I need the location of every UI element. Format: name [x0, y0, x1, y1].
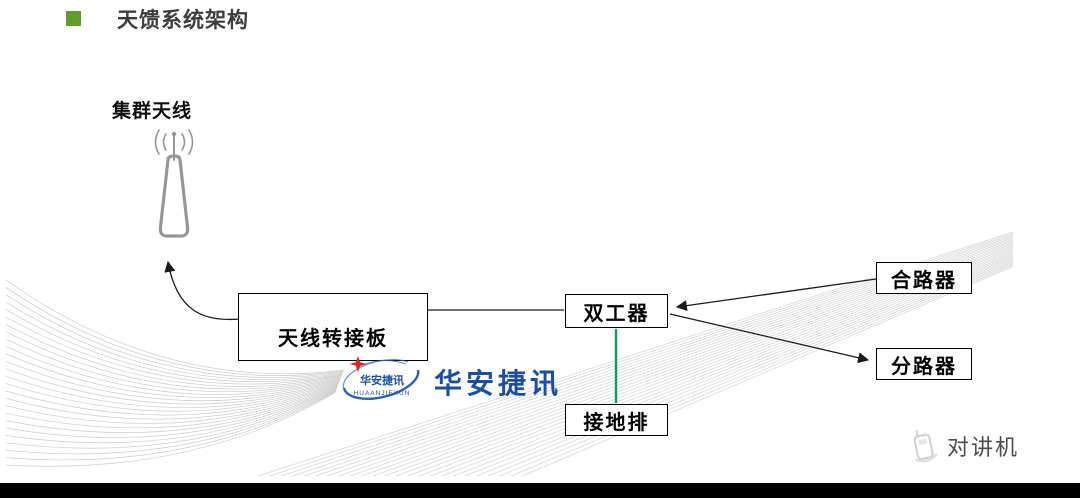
walkie-talkie-icon	[913, 430, 938, 463]
green-square-bullet-icon	[66, 11, 81, 26]
box-combiner-label: 合路器	[891, 269, 957, 292]
box-grounding-bar-label: 接地排	[583, 411, 650, 434]
footer-brand-text: 对讲机	[947, 435, 1020, 460]
box-combiner: 合路器	[876, 262, 972, 294]
huaanjiexun-globe-logo-icon: 华安捷讯 HUAANJIEXUN	[342, 356, 420, 400]
box-duplexer: 双工器	[565, 294, 668, 328]
logo-subtext: HUAANJIEXUN	[354, 390, 411, 397]
watermark-brand-text: 华安捷讯	[434, 368, 563, 399]
page-title: 天馈系统架构	[117, 9, 249, 32]
footer-brand: 对讲机	[908, 428, 1019, 464]
box-grounding-bar: 接地排	[565, 404, 668, 436]
logo-small-text: 华安捷讯	[360, 373, 404, 387]
arrow-adapter-to-antenna	[164, 260, 241, 321]
watermark: 华安捷讯 HUAANJIEXUN 华安捷讯	[338, 352, 562, 412]
box-splitter-label: 分路器	[891, 355, 957, 378]
logo-star-icon	[349, 356, 367, 372]
box-antenna-adapter-label: 天线转接板	[278, 328, 388, 350]
box-splitter: 分路器	[876, 348, 972, 380]
box-antenna-adapter: 天线转接板	[238, 293, 428, 361]
arrow-duplexer-to-splitter	[669, 313, 870, 364]
box-duplexer-label: 双工器	[583, 302, 650, 325]
antenna-label: 集群天线	[112, 101, 193, 122]
antenna-icon	[154, 129, 194, 238]
bottom-black-bar	[0, 483, 1080, 498]
arrow-combiner-to-duplexer	[675, 278, 877, 312]
